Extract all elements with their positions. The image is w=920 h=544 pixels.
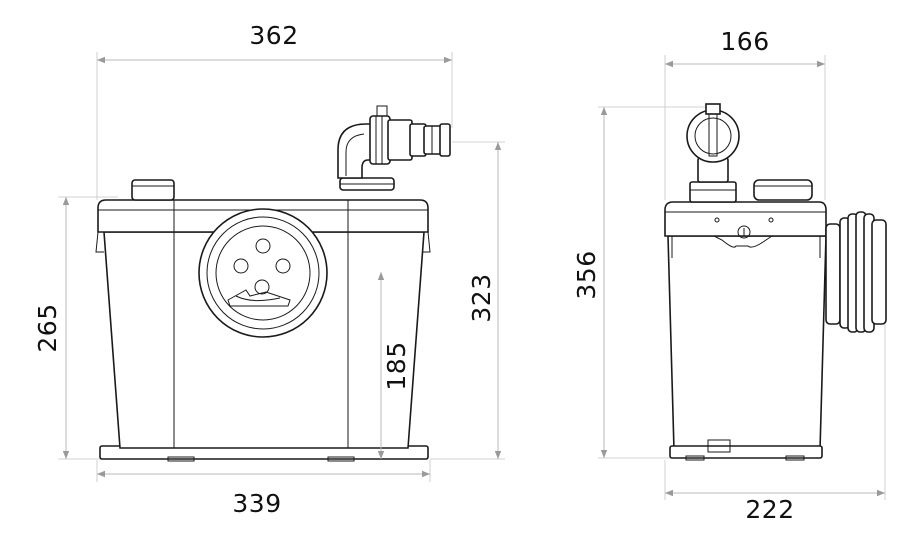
foot	[327, 456, 355, 462]
side-view: 166 222 356	[572, 27, 887, 524]
inlet-ring	[198, 208, 328, 338]
dim-label-overall-depth: 222	[745, 495, 794, 524]
dim-label-body-depth: 166	[720, 27, 769, 56]
front-view: 362 339 265 323 185	[33, 21, 505, 518]
dim-label-body-height: 265	[33, 303, 62, 352]
side-lid	[664, 201, 827, 237]
foot	[167, 456, 195, 462]
side-outlet-pipe	[686, 103, 740, 203]
dim-label-overall-height: 356	[572, 250, 601, 299]
side-body	[667, 235, 827, 451]
outlet-pipe	[337, 105, 451, 191]
dim-label-overall-width: 362	[249, 21, 298, 50]
side-bellows-inlet	[825, 211, 887, 333]
dim-label-inlet-height: 185	[382, 341, 411, 390]
side-vent-cap	[753, 179, 813, 201]
vent-cap	[131, 179, 175, 201]
dim-label-base-width: 339	[232, 489, 281, 518]
dim-label-outlet-height: 323	[467, 273, 496, 322]
